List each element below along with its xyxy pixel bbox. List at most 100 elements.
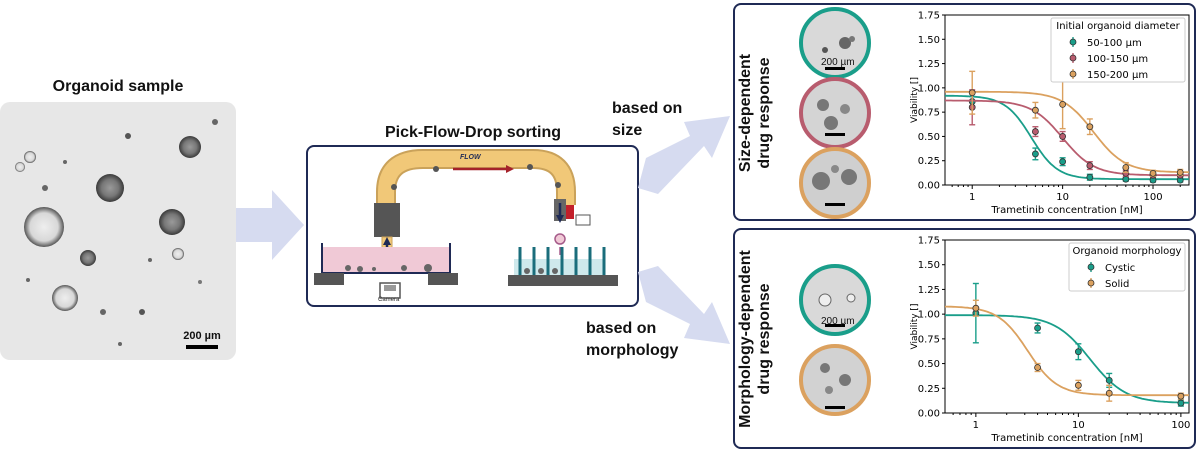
- size-arrow-label-line2: size: [612, 122, 643, 139]
- data-point: [1177, 392, 1185, 400]
- organoid-sample-image: 200 µm: [0, 102, 236, 360]
- data-point: [1105, 376, 1113, 384]
- data-point: [1074, 381, 1082, 389]
- data-point: [968, 89, 976, 97]
- morph-response-panel: Morphology-dependent drug response 200 µ…: [733, 228, 1196, 449]
- sorter-schematic: [314, 149, 618, 299]
- y-tick-label: 1.75: [918, 11, 940, 22]
- morph-panel-heading: Morphology-dependent drug response: [736, 239, 778, 439]
- legend-box: [1050, 17, 1186, 83]
- size-panel-heading-line2: drug response: [756, 57, 773, 169]
- data-point: [1176, 168, 1184, 176]
- y-axis-label: Viability []: [910, 304, 920, 350]
- legend-marker: [1069, 70, 1077, 78]
- data-point: [1074, 348, 1082, 356]
- fit-curve-0: [944, 94, 1189, 181]
- morph-organoid-thumbnails: [799, 264, 871, 416]
- pick-nozzle: [374, 203, 400, 237]
- y-axis-label: Viability []: [910, 77, 920, 123]
- y-tick-label: 1.75: [918, 236, 940, 247]
- y-tick-label: 0.75: [918, 108, 940, 119]
- organoid-sample-micrograph: [15, 119, 218, 349]
- plot-frame: [944, 239, 1190, 414]
- y-tick-label: 1.50: [918, 35, 940, 46]
- data-point: [1059, 133, 1067, 140]
- sample-title: Organoid sample: [52, 78, 184, 95]
- legend-marker: [1069, 38, 1077, 46]
- x-tick-label: 1: [969, 192, 975, 203]
- x-axis-label: Trametinib concentration [nM]: [990, 433, 1142, 444]
- data-point: [1032, 150, 1039, 158]
- legend-entry: Solid: [1105, 279, 1129, 290]
- size-panel-heading-line1: Size-dependent: [737, 53, 754, 173]
- y-tick-label: 0.50: [918, 132, 940, 143]
- arrow-to-sorter: [236, 190, 304, 260]
- fit-curve-2: [944, 90, 1189, 174]
- x-tick-label: 100: [1171, 420, 1190, 431]
- x-tick-label: 10: [1056, 192, 1069, 203]
- data-point: [1086, 123, 1094, 131]
- size-arrow-label: based on size: [612, 98, 682, 142]
- legend-title: Initial organoid diameter: [1056, 21, 1180, 32]
- y-tick-label: 0.25: [918, 384, 940, 395]
- sample-scale-label: 200 µm: [183, 330, 221, 342]
- legend-marker: [1069, 54, 1077, 62]
- legend-entry: 100-150 µm: [1087, 54, 1148, 65]
- fit-curve-0: [945, 314, 1190, 404]
- data-point: [1122, 164, 1130, 171]
- fit-curve-1: [945, 305, 1189, 397]
- size-response-panel: Size-dependent drug response 200 µm 0.00…: [733, 3, 1196, 221]
- morph-panel-heading-line2: drug response: [756, 283, 773, 395]
- data-point: [1034, 364, 1041, 371]
- morph-arrow-label: based on morphology: [586, 318, 678, 362]
- data-point: [1034, 324, 1041, 332]
- size-arrow-label-line1: based on: [612, 100, 683, 117]
- data-point: [1086, 173, 1094, 181]
- morph-arrow-label-line1: based on: [586, 320, 657, 337]
- morph-thumb-scale-label: 200 µm: [821, 316, 855, 327]
- data-point: [1086, 162, 1094, 169]
- y-tick-label: 1.25: [918, 59, 940, 70]
- legend-entry: 50-100 µm: [1087, 38, 1142, 49]
- size-dose-response-chart: 0.00 0.25 0.50 0.75 1.00 1.25 1.50 1.75 1 10 100Tr…: [910, 11, 1190, 216]
- data-point: [972, 304, 980, 312]
- morph-panel-heading-line1: Morphology-dependent: [737, 250, 754, 428]
- y-tick-label: 0.75: [918, 334, 940, 345]
- legend-entry: 150-200 µm: [1087, 70, 1148, 81]
- fit-curve-1: [945, 99, 1189, 177]
- data-point: [1105, 389, 1113, 397]
- x-tick-label: 100: [1143, 192, 1162, 203]
- y-tick-label: 1.50: [918, 260, 940, 271]
- organoid-blobs: [15, 119, 218, 346]
- y-tick-label: 1.00: [918, 83, 940, 94]
- camera-label: Camera: [378, 297, 400, 303]
- size-panel-heading: Size-dependent drug response: [736, 23, 778, 203]
- size-organoid-thumbnails: [799, 7, 871, 219]
- sorter-title: Pick-Flow-Drop sorting: [385, 124, 561, 141]
- y-tick-label: 1.25: [918, 285, 940, 296]
- data-point: [1032, 128, 1039, 135]
- data-point: [1122, 175, 1130, 183]
- x-axis-label: Trametinib concentration [nM]: [990, 205, 1142, 216]
- data-point: [1032, 106, 1039, 114]
- data-point: [1177, 399, 1185, 407]
- data-point: [1059, 158, 1067, 166]
- y-tick-label: 0.00: [918, 181, 940, 192]
- y-tick-label: 0.25: [918, 156, 940, 167]
- x-tick-label: 1: [973, 420, 979, 431]
- data-point: [1149, 169, 1157, 177]
- morph-arrow-label-line2: morphology: [586, 342, 679, 359]
- size-thumb-scale-label: 200 µm: [821, 57, 855, 68]
- y-tick-label: 0.50: [918, 359, 940, 370]
- x-tick-label: 10: [1072, 420, 1085, 431]
- y-tick-label: 1.00: [918, 310, 940, 321]
- sorter-panel: FLOW Camera: [306, 145, 639, 307]
- legend-entry: Cystic: [1105, 263, 1135, 274]
- legend-marker: [1087, 263, 1095, 271]
- legend-title: Organoid morphology: [1073, 246, 1182, 257]
- scale-bar: [186, 345, 218, 349]
- arrow-to-morph-panel: [638, 266, 730, 344]
- legend-box: [1068, 242, 1186, 292]
- data-point: [1059, 100, 1067, 108]
